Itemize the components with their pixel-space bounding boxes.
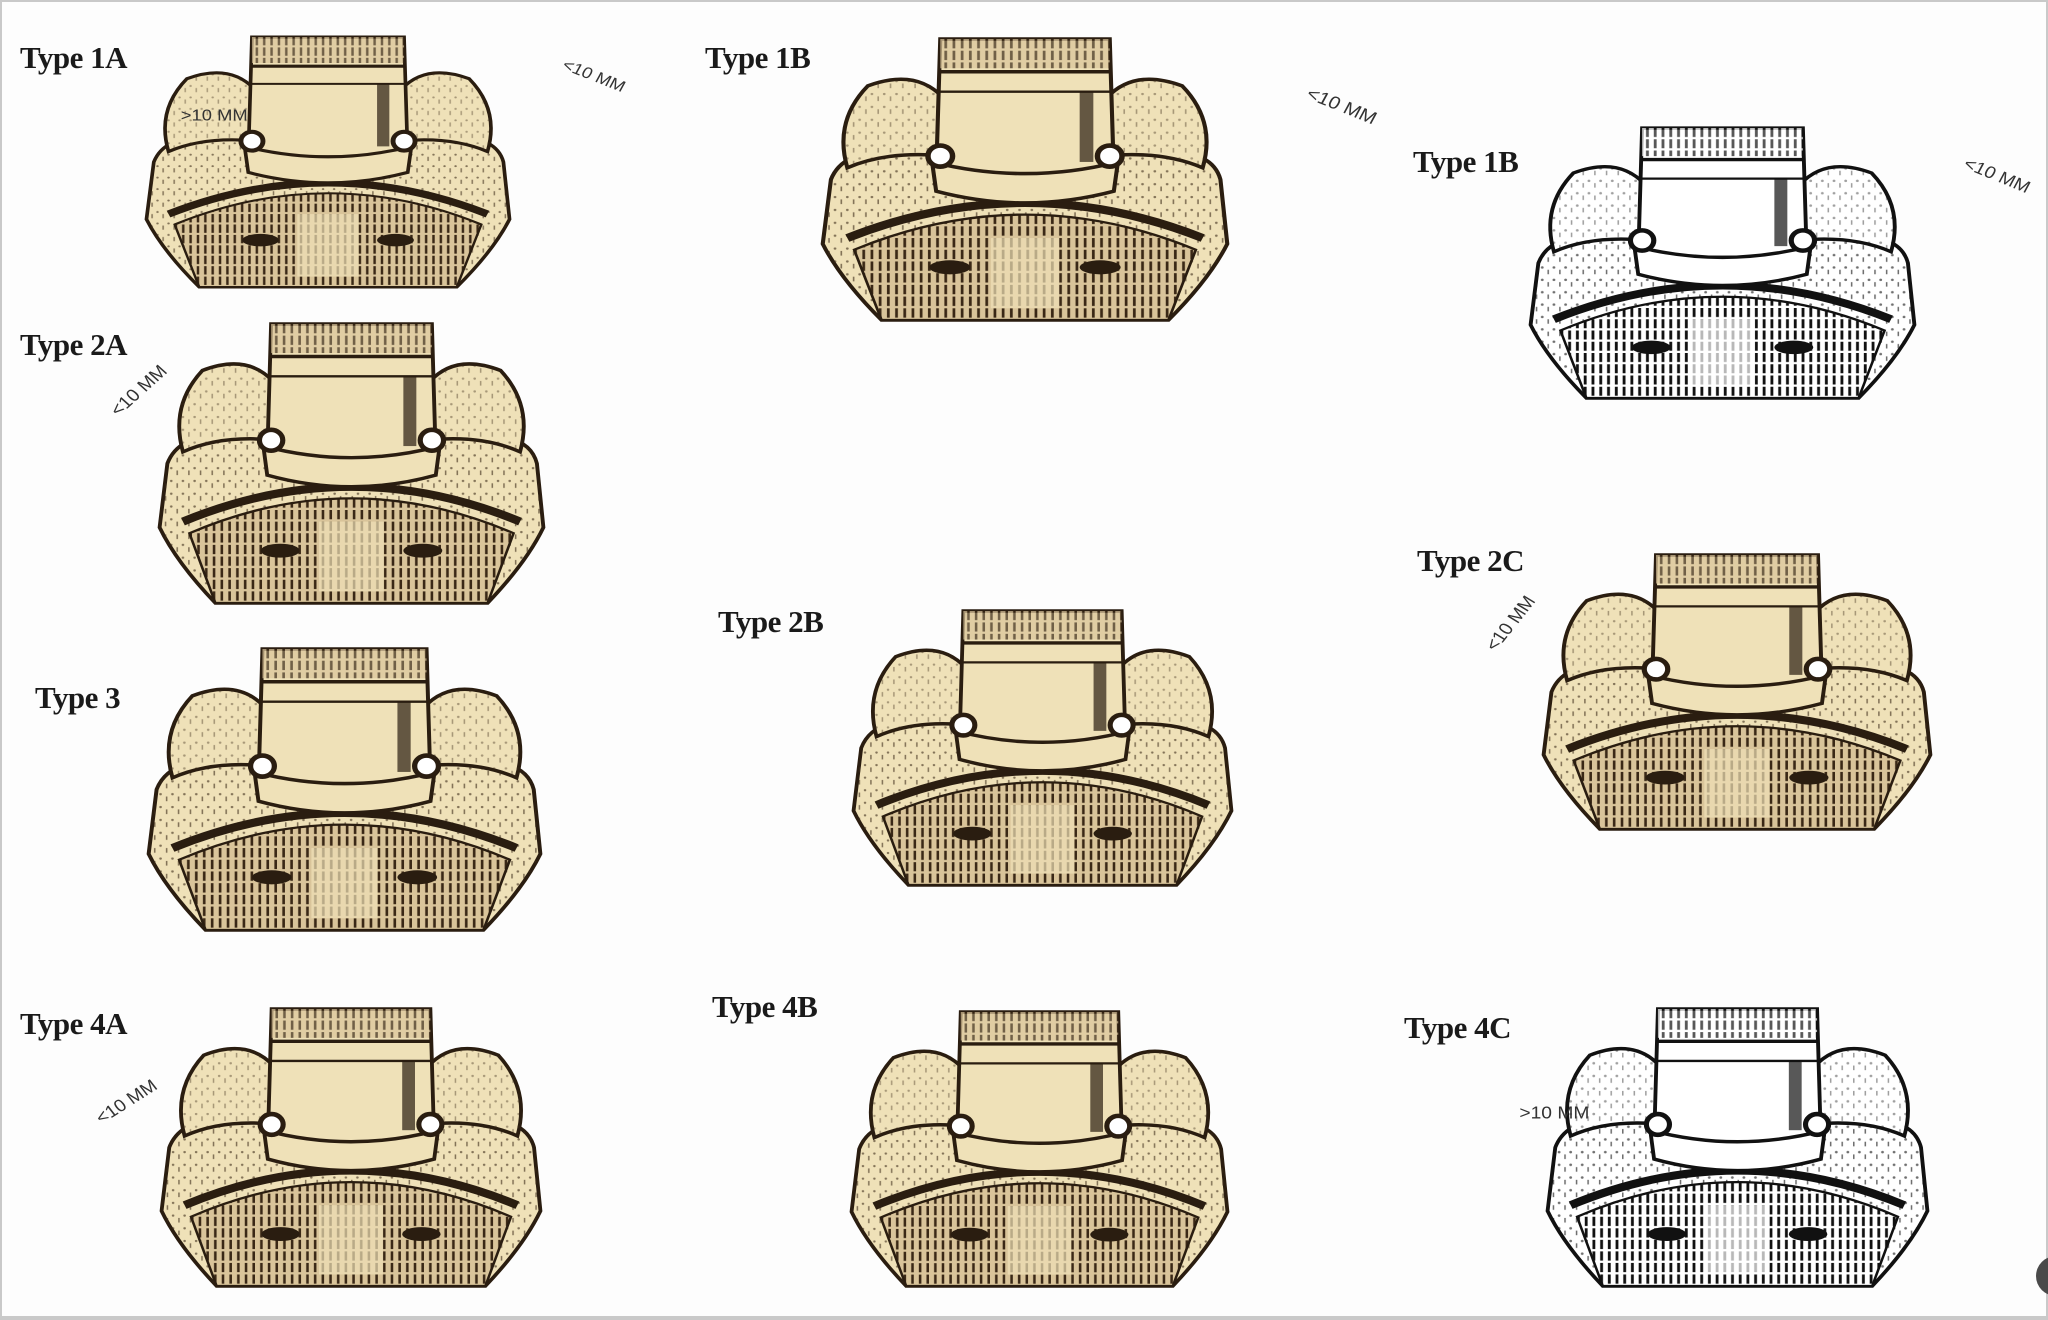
vertebra-illustration-type-4c: >10 MM [1519,1007,1930,1288]
panel-label-type-1b: Type 1B [705,40,811,75]
transverse-processes [841,77,1209,171]
sacrum [851,718,1234,887]
sacrum [1541,662,1933,831]
foramen-left [925,143,956,169]
foramen-left [946,1113,975,1139]
panel-label-type-2a: Type 2A [20,327,128,362]
vertebral-body [950,1010,1129,1174]
panel-label-type-2b: Type 2B [718,604,824,639]
transverse-processes [179,1047,523,1139]
vertebra-illustration-type-2b [851,609,1234,887]
transverse-processes [868,1049,1211,1141]
vertebra-illustration-type-4b [849,1010,1230,1288]
foramen-left [256,427,286,454]
foramen-right [1104,1113,1133,1139]
panel-label-type-3: Type 3 [35,680,121,715]
sacrum [157,433,546,605]
vertebra-illustration-type-1a: >10 MM<10 MM [144,35,629,289]
vertebral-body [1647,1007,1828,1173]
transverse-processes [1548,165,1897,255]
vertebral-body [252,647,437,815]
vertebra-illustration-type-4a: <10 MM [91,1007,543,1288]
measurement-label: >10 MM [1519,1103,1589,1123]
vertebral-body [261,1007,441,1173]
foramen-left [257,1111,286,1138]
vertebra-illustration-type-3 [146,647,543,932]
transverse-processes [870,648,1215,740]
vertebral-body [261,322,442,489]
sacrum [820,149,1230,322]
foramen-left [949,712,978,738]
sacrum [146,759,543,932]
transverse-processes [1565,1047,1910,1139]
transverse-processes [163,71,493,154]
sacrum [1528,233,1917,400]
foramen-right [411,753,442,779]
foramen-right [417,427,447,454]
foramen-left [1641,656,1671,682]
vertebral-body [242,35,414,185]
vertebral-body [929,37,1121,205]
vertebral-body [1645,553,1829,717]
panel-label-type-4b: Type 4B [712,989,818,1024]
transverse-processes [1561,592,1913,684]
vertebra-illustration-type-1b-bw: <10 MM [1528,126,2034,400]
panel-label-type-4a: Type 4A [20,1006,128,1041]
measurement-label: >10 MM [181,107,248,124]
panel-label-type-2c: Type 2C [1417,543,1525,578]
transverse-processes [166,687,523,781]
panel-label-type-1b-bw: Type 1B [1413,144,1519,179]
transverse-processes [177,362,526,455]
vertebral-body [1632,126,1813,288]
sacrum [159,1117,543,1288]
sacrum [144,134,512,289]
foramen-left [1627,228,1657,253]
scroll-handle[interactable] [2036,1256,2048,1296]
foramen-right [1803,656,1833,682]
foramen-right [1788,228,1818,253]
foramen-right [1107,712,1136,738]
vertebra-illustration-type-1b: <10 MM [820,37,1380,322]
foramen-right [416,1111,445,1138]
vertebral-body [953,609,1132,773]
vertebra-illustration-type-2c: <10 MM [1480,553,1933,831]
foramen-left [247,753,278,779]
vertebra-illustration-type-2a: <10 MM [105,322,546,605]
foramen-left [238,129,266,153]
sacrum [1545,1117,1930,1288]
foramen-right [390,129,418,153]
foramen-left [1643,1111,1673,1138]
panel-label-type-1a: Type 1A [20,40,128,75]
foramen-right [1802,1111,1832,1138]
panel-label-type-4c: Type 4C [1404,1010,1512,1045]
foramen-right [1094,143,1125,169]
